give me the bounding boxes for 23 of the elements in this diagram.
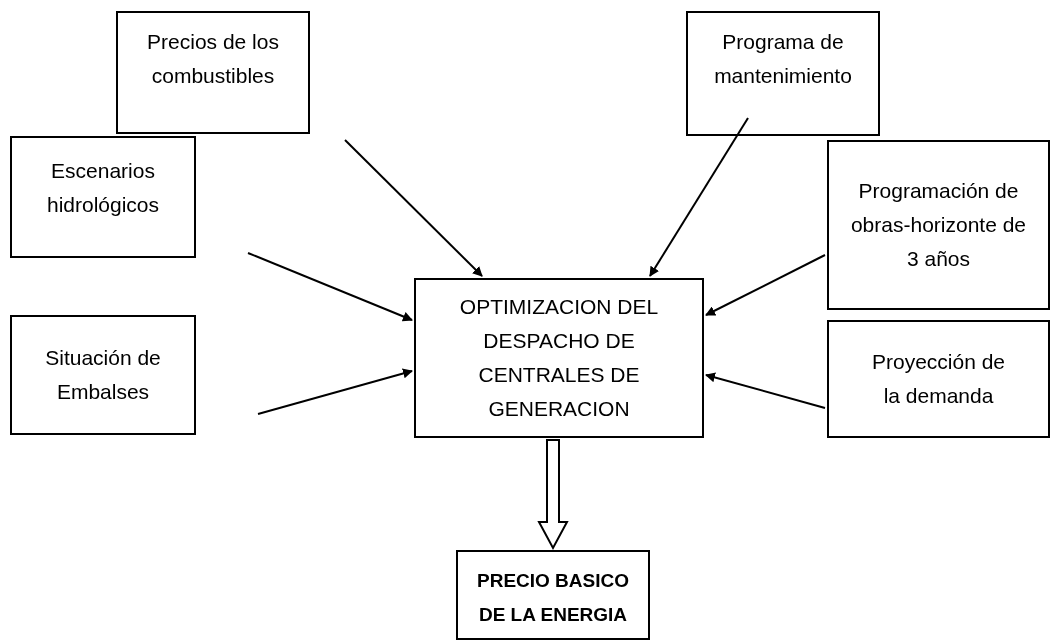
arrow: [649, 117, 749, 277]
box-label: Programa de mantenimiento: [713, 29, 853, 89]
process-box: [414, 278, 704, 438]
box-label: Escenarios hidrológicos: [45, 158, 161, 218]
process-box: [827, 140, 1050, 310]
box-label: OPTIMIZACION DEL DESPACHO DE CENTRALES DE GENERACION: [458, 294, 660, 422]
arrow: [247, 252, 413, 322]
process-box: [827, 320, 1050, 438]
arrow: [705, 254, 826, 316]
block-arrow: [537, 439, 569, 551]
box-label: PRECIO BASICO DE LA ENERGIA: [476, 569, 630, 627]
process-box: [116, 11, 310, 134]
process-box: [10, 315, 196, 435]
arrow: [257, 368, 413, 415]
process-box: [686, 11, 880, 136]
arrow: [705, 372, 826, 409]
process-box: [10, 136, 196, 258]
box-label: Precios de los combustibles: [146, 29, 280, 89]
arrow: [344, 139, 483, 277]
box-label: Situación de Embalses: [44, 345, 162, 405]
process-box: [456, 550, 650, 640]
box-label: Programación de obras-horizonte de 3 años: [849, 178, 1028, 272]
box-label: Proyección de la demanda: [870, 349, 1007, 409]
